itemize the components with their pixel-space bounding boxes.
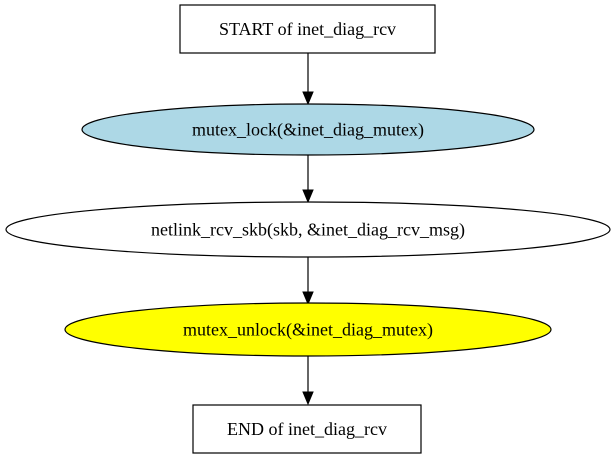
netlink-rcv-label: netlink_rcv_skb(skb, &inet_diag_rcv_msg): [151, 220, 465, 241]
start-node: START of inet_diag_rcv: [179, 4, 436, 54]
edge-netlink-rcv-to-mutex-unlock: [302, 257, 314, 306]
start-box: [179, 4, 436, 54]
mutex-unlock-node: mutex_unlock(&inet_diag_mutex): [64, 302, 552, 357]
end-box: [192, 404, 422, 454]
mutex-lock-node: mutex_lock(&inet_diag_mutex): [81, 103, 535, 156]
mutex-lock-ellipse: [81, 103, 535, 156]
netlink-rcv-node: netlink_rcv_skb(skb, &inet_diag_rcv_msg): [5, 201, 611, 258]
netlink-rcv-ellipse: [5, 201, 611, 258]
mutex-unlock-ellipse: [64, 302, 552, 357]
edge-start-to-mutex-lock: [302, 53, 314, 106]
mutex-lock-label: mutex_lock(&inet_diag_mutex): [192, 120, 424, 141]
mutex-unlock-label: mutex_unlock(&inet_diag_mutex): [183, 320, 433, 341]
edge-mutex-lock-to-netlink-rcv: [302, 155, 314, 204]
end-node: END of inet_diag_rcv: [192, 404, 422, 454]
start-label: START of inet_diag_rcv: [219, 19, 396, 39]
edge-mutex-unlock-to-end: [302, 356, 314, 406]
end-label: END of inet_diag_rcv: [227, 419, 387, 439]
